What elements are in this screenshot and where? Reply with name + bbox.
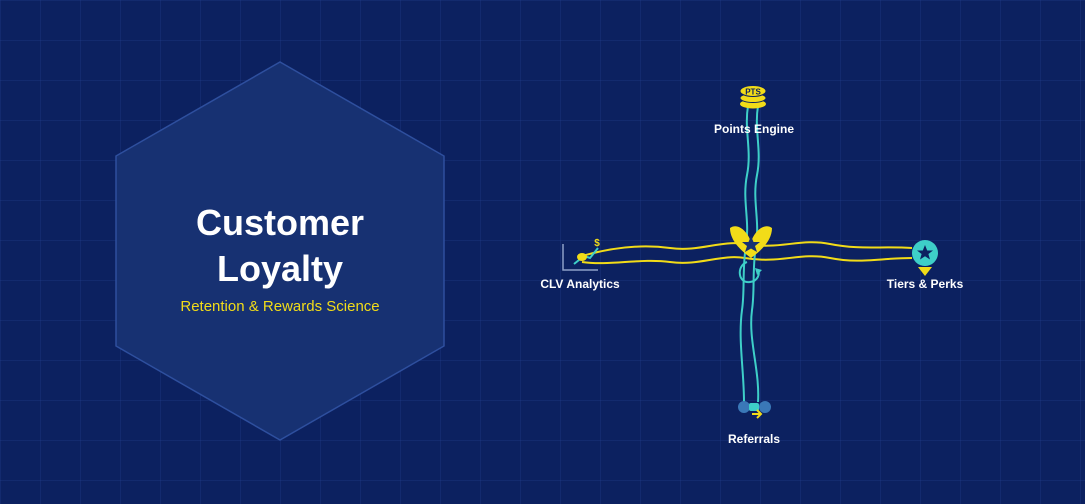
coin-stack-icon: PTS	[739, 85, 767, 109]
hexagon-panel	[115, 61, 445, 441]
page-title-line2: Loyalty	[216, 248, 344, 289]
node-label-points-engine: Points Engine	[713, 122, 795, 136]
hero-title-block: Customer Loyalty Retention & Rewards Sci…	[116, 200, 444, 315]
heart-star-icon	[730, 226, 772, 284]
node-label-clv-analytics: CLV Analytics	[540, 277, 620, 291]
page-title-line1: Customer	[195, 202, 365, 243]
node-label-tiers-perks: Tiers & Perks	[886, 277, 964, 291]
referral-people-icon	[738, 401, 771, 419]
node-label-referrals: Referrals	[727, 432, 781, 446]
svg-text:$: $	[594, 238, 600, 249]
growth-chart-icon: $	[562, 238, 600, 271]
star-badge-icon	[912, 240, 938, 276]
svg-text:PTS: PTS	[745, 88, 761, 97]
page-subtitle: Retention & Rewards Science	[180, 298, 380, 315]
